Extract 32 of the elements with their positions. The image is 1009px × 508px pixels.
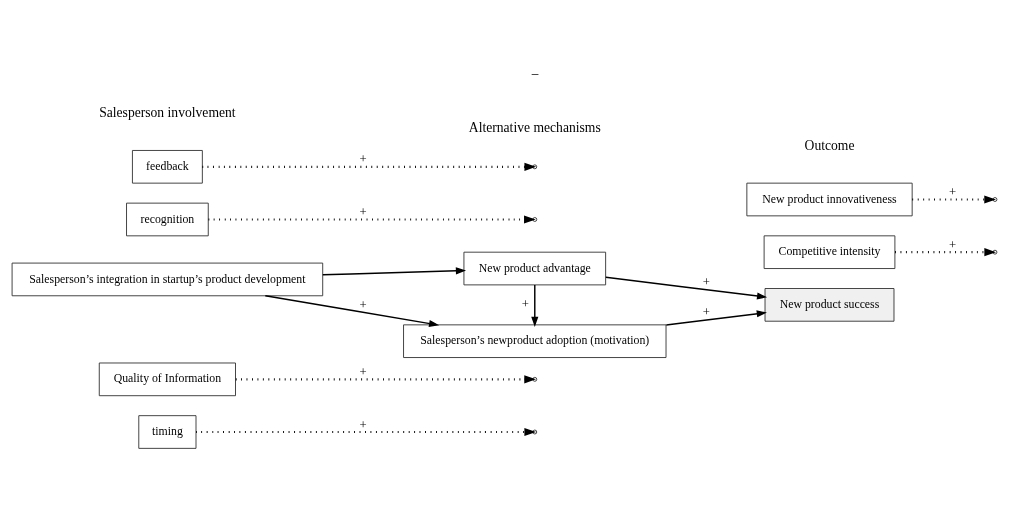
arrow [665,310,767,326]
node-box: recognition [126,202,209,237]
edge-label: + [359,152,367,167]
edge-label: + [359,417,367,432]
edge-label: + [521,297,529,312]
node-box: New product advantage [463,251,607,286]
edge-label: + [702,304,711,319]
node-box: Salesperson’s newproduct adoption (motivation) [403,324,667,358]
edge-label: + [948,237,957,252]
arrow [531,284,539,327]
node-box: Quality of Information [98,362,236,397]
arrow [605,276,768,300]
arrow [264,295,440,327]
edge-label: + [948,185,957,200]
edge-label: + [359,297,367,312]
node-box: New product success [764,288,895,322]
label: Alternative mechanisms [468,119,601,135]
node-box: feedback [131,150,203,184]
arrow [208,215,536,224]
label: Outcome [804,138,855,153]
edge-label: + [702,274,711,289]
node-box: New product innovativeness [746,182,913,217]
edge-label: + [359,205,367,220]
arrow [912,195,996,204]
node-box: Competitive intensity [763,235,896,269]
arrow [322,267,467,276]
edge-label: + [359,364,367,379]
arrow [202,162,537,171]
node-box: timing [138,415,197,449]
label: Salesperson involvement [99,105,236,121]
label: − [530,66,539,83]
node-box: Salesperson’s integration in startup’s product development [11,262,324,297]
